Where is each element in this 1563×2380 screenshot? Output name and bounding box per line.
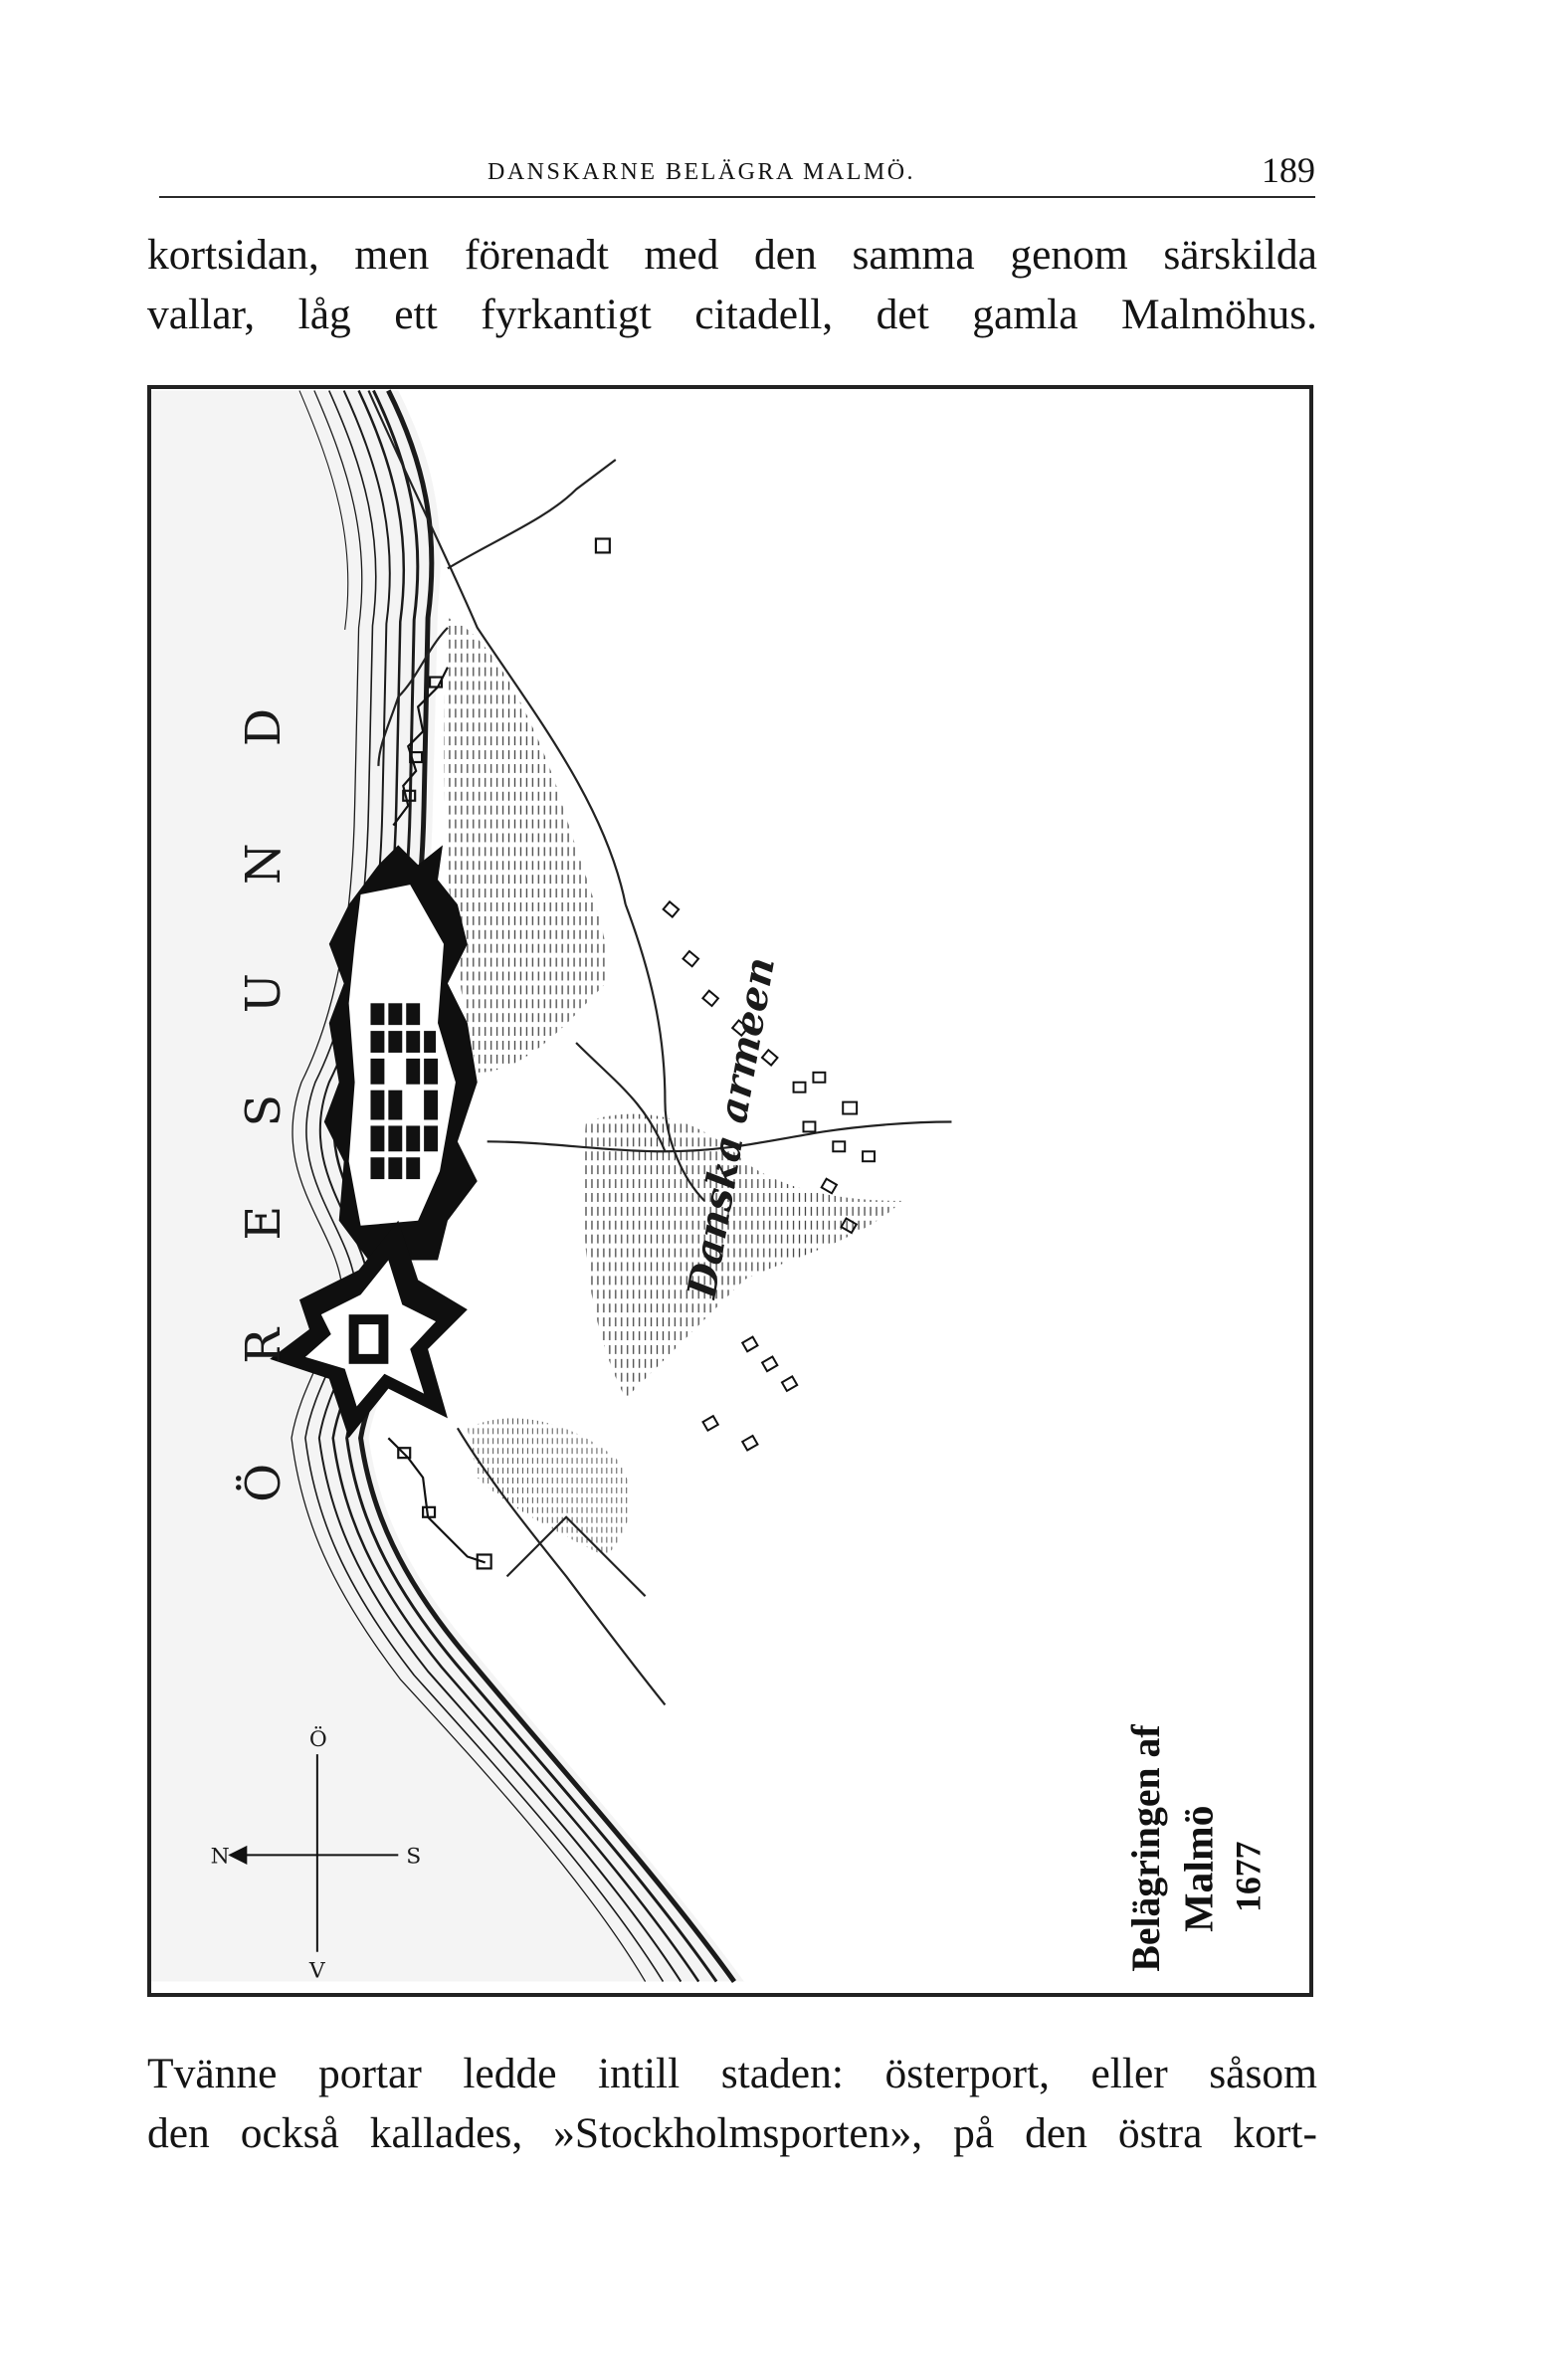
compass-west: V xyxy=(308,1959,326,1984)
compass-south: S xyxy=(406,1844,421,1869)
header-rule xyxy=(159,196,1315,198)
paragraph-line: den också kallades, »Stockholmsporten», … xyxy=(147,2109,1317,2157)
sea-letter: U xyxy=(237,973,292,1013)
page-number: 189 xyxy=(1262,150,1315,190)
paragraph-bottom: Tvänne portar ledde intill staden: öster… xyxy=(147,2044,1317,2163)
paragraph-line: kortsidan, men förenadt med den samma ge… xyxy=(147,231,1317,279)
paragraph-top: kortsidan, men förenadt med den samma ge… xyxy=(147,225,1317,344)
siege-map-figure: Ö R E S U N D Danska armeen N S Ö V Belä… xyxy=(147,385,1313,1997)
sea-letter: N xyxy=(237,843,292,885)
map-caption: Belägringen af Malmö 1677 xyxy=(1124,1724,1268,1972)
sea-letter: R xyxy=(237,1326,292,1364)
camp-huts xyxy=(662,899,876,1452)
sea-letter: Ö xyxy=(235,1464,292,1502)
running-title: DANSKARNE BELÄGRA MALMÖ. xyxy=(488,159,916,185)
caption-line: Belägringen af xyxy=(1124,1724,1168,1972)
fortified-town xyxy=(323,845,478,1261)
siege-map: Ö R E S U N D Danska armeen N S Ö V Belä… xyxy=(151,389,1268,1984)
siege-works xyxy=(387,537,611,1570)
running-head: DANSKARNE BELÄGRA MALMÖ. 189 xyxy=(159,147,1315,197)
town-blocks xyxy=(370,1003,439,1180)
citadel xyxy=(270,1220,468,1439)
sea-letter: D xyxy=(237,708,292,746)
paragraph-line: Tvänne portar ledde intill staden: öster… xyxy=(147,2050,1317,2097)
sea-letter: E xyxy=(237,1206,292,1241)
roads xyxy=(367,390,952,1706)
hatched-fields xyxy=(444,617,902,1557)
sea-letter: S xyxy=(237,1094,292,1127)
sea-label: Ö R E S U N D xyxy=(235,708,292,1502)
caption-line: 1677 xyxy=(1228,1842,1268,1913)
compass-east: Ö xyxy=(309,1725,327,1752)
caption-line: Malmö xyxy=(1177,1805,1223,1931)
compass-north: N xyxy=(211,1844,230,1869)
paragraph-line: vallar, låg ett fyrkantigt citadell, det… xyxy=(147,291,1317,338)
compass: N S Ö V xyxy=(211,1725,422,1983)
